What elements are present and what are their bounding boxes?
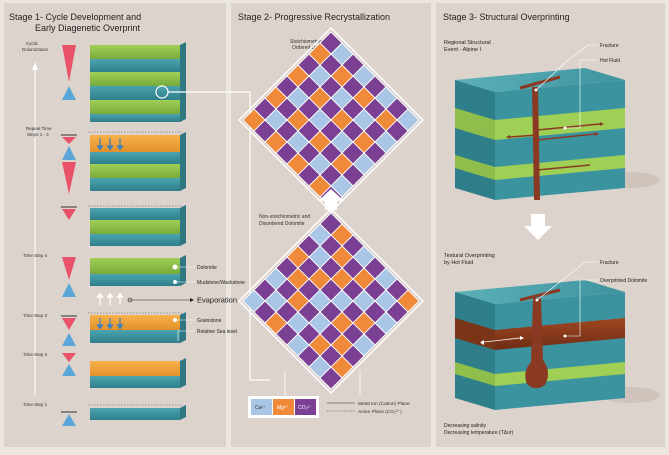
strata-stack-time-step-3 <box>90 312 186 343</box>
textural-overprint-label-2: by Hot Fluid <box>444 260 473 266</box>
textural-overprint-label-1: Textural Overprinting <box>444 253 495 259</box>
stage3-title: Stage 3- Structural Overprinting <box>443 12 570 22</box>
top-fracture-label: Fracture <box>600 43 619 49</box>
legend-anion-plane: Anion Plane (CO₃²⁻) <box>358 409 402 415</box>
label-repeat: Repeat Time <box>26 126 52 131</box>
legend-mg: Mg²⁺ <box>277 405 289 411</box>
overprinted-dot <box>564 335 567 338</box>
legend-co3: CO₃²⁻ <box>298 405 312 411</box>
regional-event-label-2: Event - Alpine I <box>444 47 481 53</box>
legend-dolomite: Dolomite <box>197 265 217 271</box>
legend-ca: Ca²⁺ <box>255 405 266 411</box>
strata-stack-time-step-4 <box>90 255 186 286</box>
label-steps: Steps 1 - 4 <box>27 132 49 137</box>
strata-stack-time-step-4b <box>90 205 186 246</box>
legend-metal-plane: Metal Ion (Cation) Plane <box>358 401 410 407</box>
stage1-subtitle: Early Diagenetic Overprint <box>35 23 141 33</box>
top-fracture-dot <box>535 89 538 92</box>
legend-grainstone: Grainstone <box>197 318 222 324</box>
decreasing-temperature-note: Decreasing temperature (TΔᴜr) <box>444 430 513 436</box>
disordered-dolomite-label-2: Disordered Dolomite <box>259 221 305 227</box>
strata-stack-cyclic <box>90 42 186 122</box>
legend-mudstone: Mudstone/Wackstone <box>197 280 245 286</box>
label-time-step-2: Time Step 2 <box>23 352 48 357</box>
legend-evaporation: Evaporation <box>197 296 237 305</box>
label-cyclic: Cyclic <box>26 41 39 46</box>
hot-fluid-dot <box>564 127 567 130</box>
bottom-fracture-label: Fracture <box>600 260 619 266</box>
hot-fluid-label: Hot Fluid <box>600 58 620 64</box>
legend-sealevel: Relative Sea level <box>197 329 237 335</box>
label-time-step-4: Time Step 4 <box>23 253 48 258</box>
strata-stack-repeat <box>90 132 186 191</box>
bottom-fracture-dot <box>536 299 539 302</box>
disordered-dolomite-label-1: Non-stoichiometric and <box>259 214 310 220</box>
label-time-step-1: Time Step 1 <box>23 402 48 407</box>
strata-stack-time-step-2 <box>90 358 186 388</box>
label-time-step-3: Time Step 3 <box>23 313 48 318</box>
overprinted-dolomite-label: Overprinted Dolomite <box>600 278 647 284</box>
stage1-title: Stage 1- Cycle Development and <box>9 12 141 22</box>
label-dolomization: Dolomization <box>22 47 49 52</box>
decreasing-salinity-note: Decreasing salinity <box>444 423 486 429</box>
stage2-title: Stage 2- Progressive Recrystallization <box>238 12 390 22</box>
regional-event-label-1: Regional Structural <box>444 40 491 46</box>
